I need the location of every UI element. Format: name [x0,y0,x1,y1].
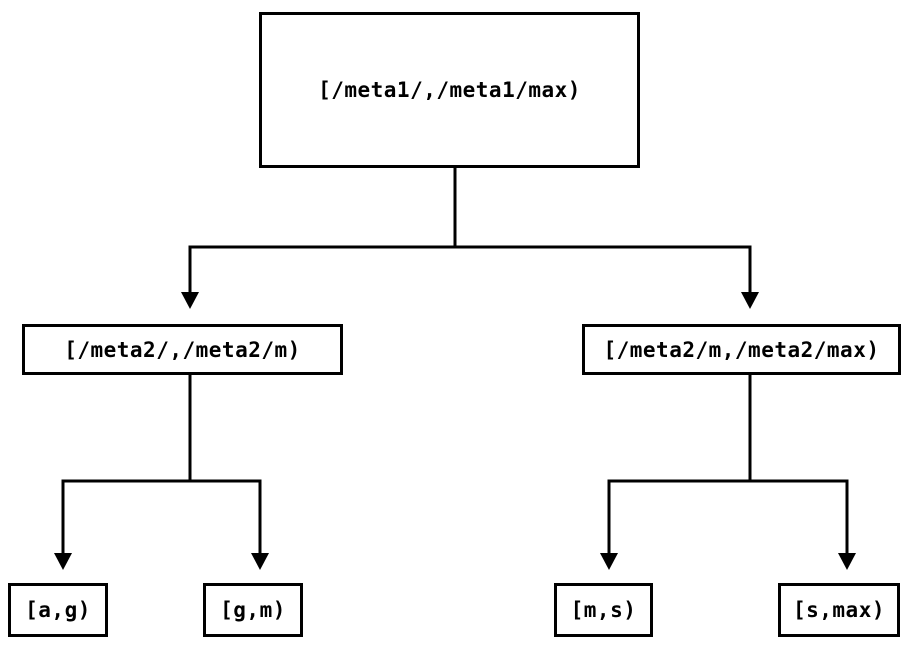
edge-root-to-mid-left [188,168,457,292]
edge-root-to-mid-right [453,168,752,292]
arrowhead-down-icon [741,292,759,309]
node-leaf-smax-label: [s,max) [792,598,885,622]
edge-mid-left-to-leaf-ag [61,375,192,553]
arrowhead-down-icon [181,292,199,309]
node-leaf-ag-label: [a,g) [25,598,91,622]
node-mid-right: [/meta2/m,/meta2/max) [582,324,901,375]
node-root: [/meta1/,/meta1/max) [259,12,640,168]
node-leaf-ag: [a,g) [8,583,108,637]
node-leaf-gm: [g,m) [203,583,303,637]
node-mid-left: [/meta2/,/meta2/m) [22,324,343,375]
node-leaf-gm-label: [g,m) [220,598,286,622]
node-mid-left-label: [/meta2/,/meta2/m) [64,337,301,362]
node-root-label: [/meta1/,/meta1/max) [318,78,581,102]
node-leaf-ms-label: [m,s) [570,598,637,622]
arrowhead-down-icon [54,553,72,570]
node-leaf-smax: [s,max) [778,583,900,637]
node-mid-right-label: [/meta2/m,/meta2/max) [603,337,880,362]
arrowhead-down-icon [838,553,856,570]
edge-mid-left-to-leaf-gm [188,375,262,553]
edge-mid-right-to-leaf-smax [748,375,849,553]
arrowhead-down-icon [251,553,269,570]
arrowhead-down-icon [600,553,618,570]
edge-mid-right-to-leaf-ms [607,375,752,553]
node-leaf-ms: [m,s) [554,583,653,637]
